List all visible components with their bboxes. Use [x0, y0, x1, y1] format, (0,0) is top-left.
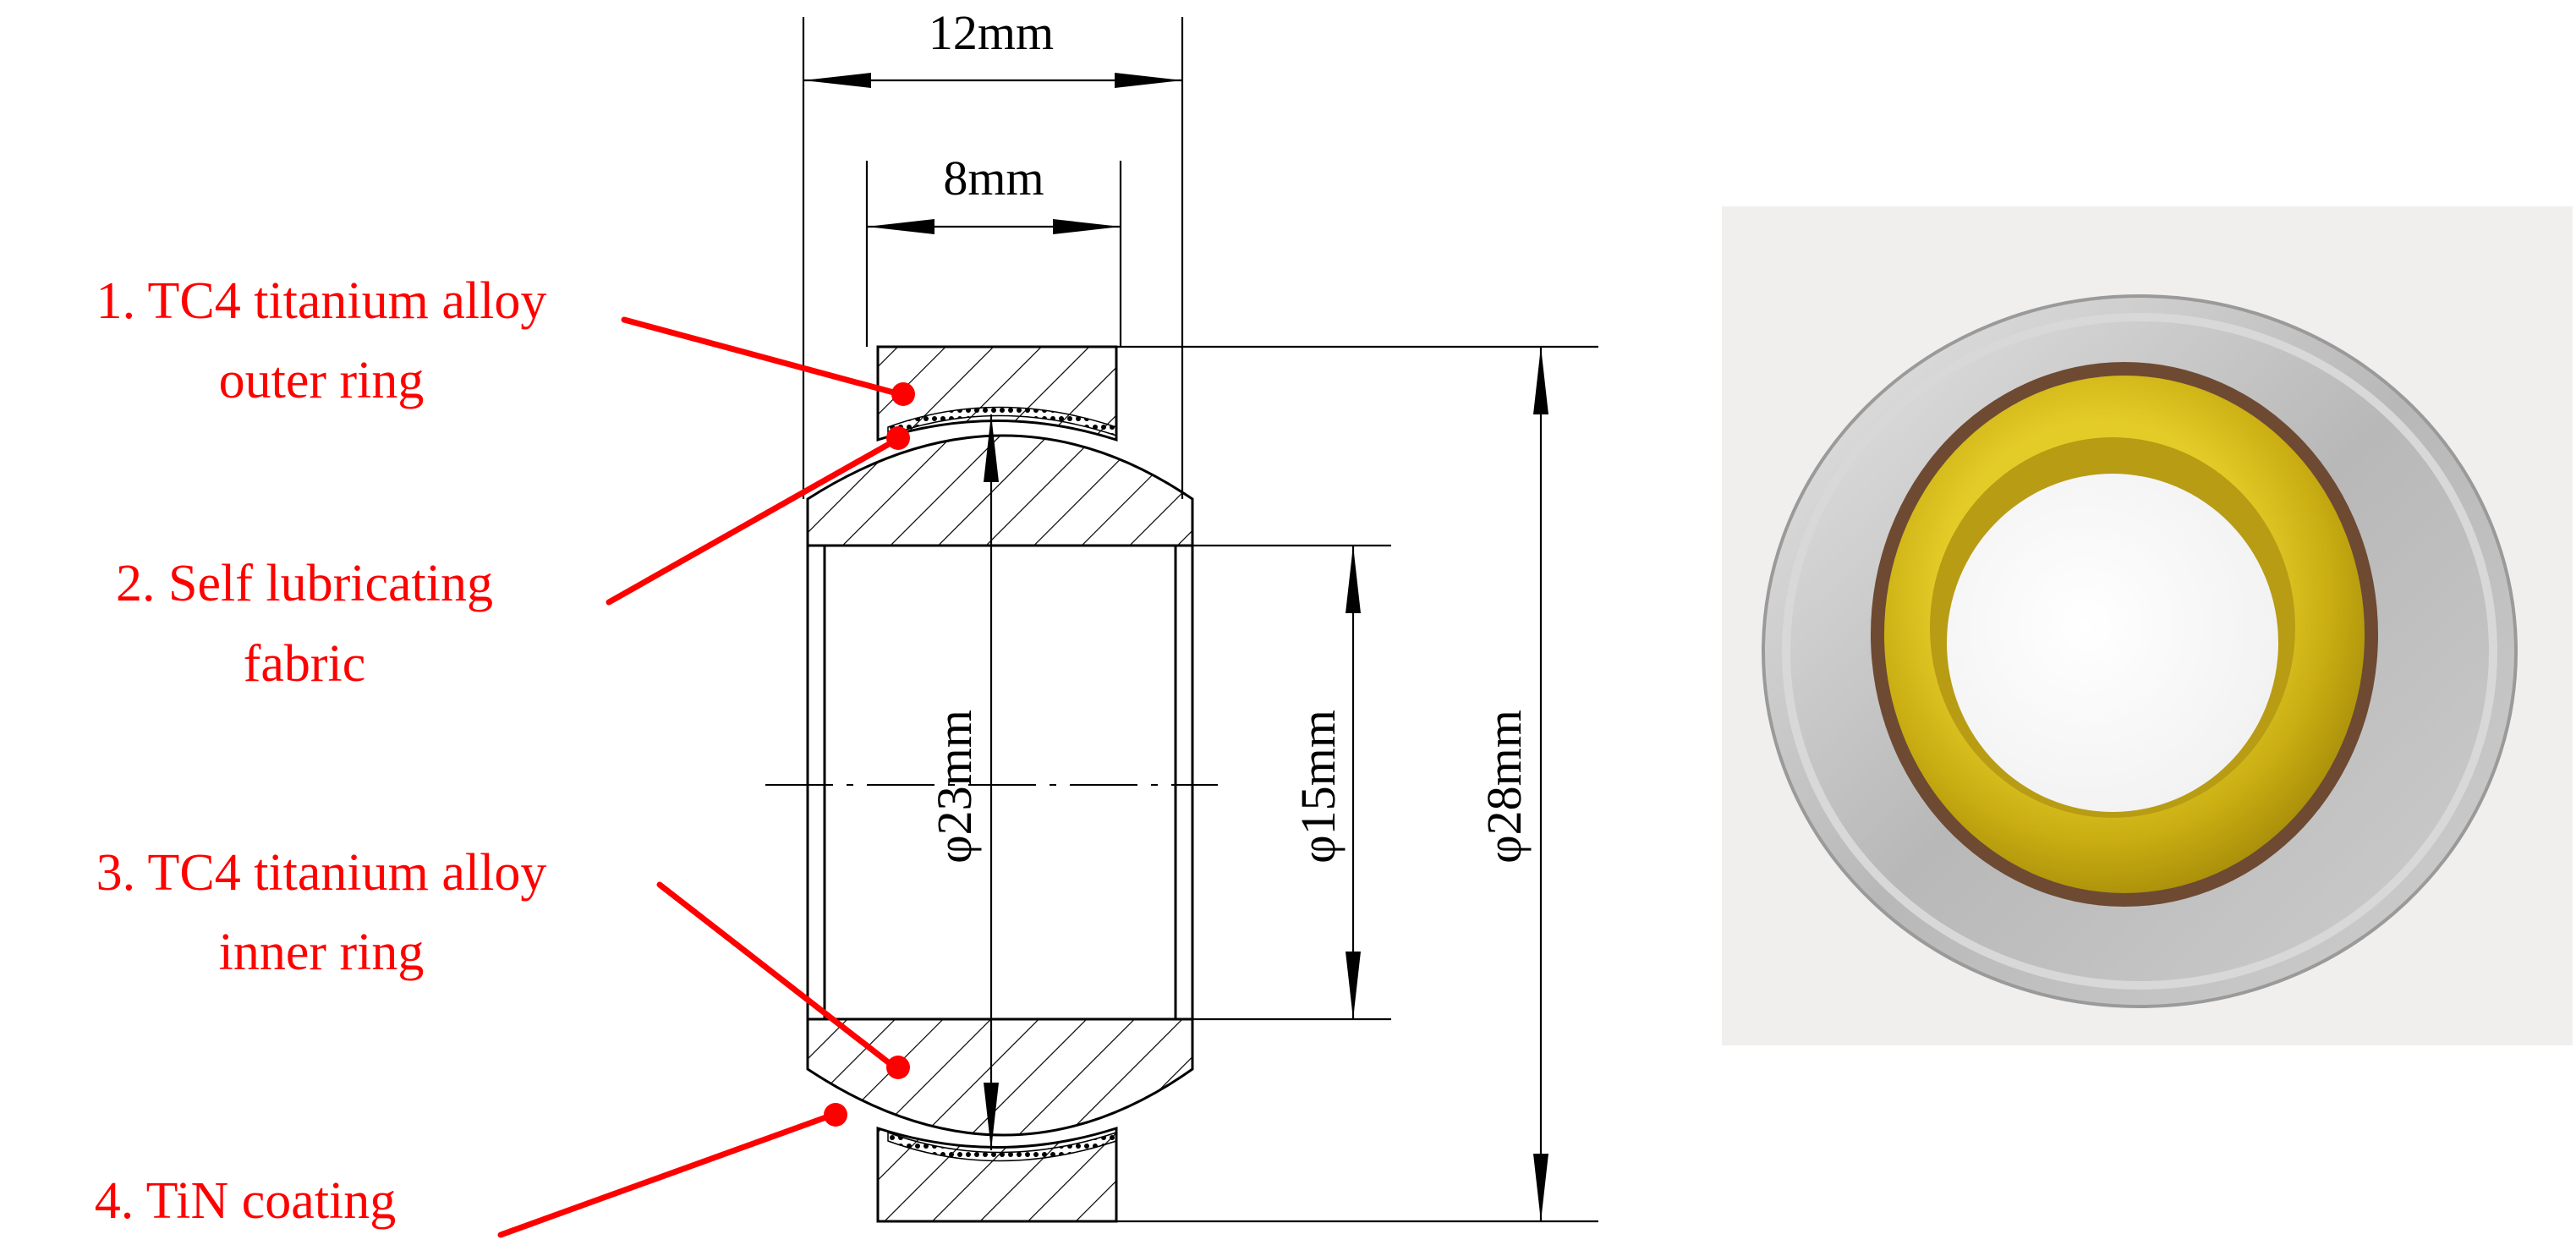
- label-outer-ring-line2: outer ring: [219, 352, 425, 409]
- dimension-lines: [802, 17, 1598, 1223]
- callouts: [497, 316, 915, 1238]
- inner-ring-bottom-section: [806, 1017, 1194, 1137]
- callout-dot-outer-ring: [891, 382, 915, 406]
- dim-bore-diameter: φ15mm: [1291, 710, 1346, 864]
- label-fabric-line1: 2. Self lubricating: [116, 555, 493, 612]
- dim-outer-diameter: φ28mm: [1477, 710, 1532, 864]
- callout-dot-inner-ring: [886, 1056, 910, 1079]
- label-inner-ring-line2: inner ring: [219, 924, 425, 981]
- callout-dot-coating: [824, 1103, 847, 1127]
- label-inner-ring-line1: 3. TC4 titanium alloy: [96, 844, 547, 902]
- dim-outer-width: 12mm: [929, 5, 1054, 60]
- dim-sphere-diameter: φ23mm: [927, 710, 982, 864]
- bore: [806, 544, 1194, 1021]
- photo-bore: [1947, 474, 2278, 812]
- inner-ring-top-section: [806, 434, 1194, 547]
- callout-dot-fabric: [886, 426, 910, 450]
- label-coating: 4. TiN coating: [95, 1172, 397, 1230]
- fabric-liner-top: [887, 406, 1117, 437]
- dim-inner-width: 8mm: [943, 151, 1044, 206]
- label-outer-ring-line1: 1. TC4 titanium alloy: [96, 272, 547, 330]
- bearing-photo: [1722, 206, 2573, 1045]
- label-fabric-line2: fabric: [244, 635, 366, 693]
- fabric-liner-bottom: [887, 1131, 1117, 1162]
- bearing-cross-section: [765, 345, 1218, 1223]
